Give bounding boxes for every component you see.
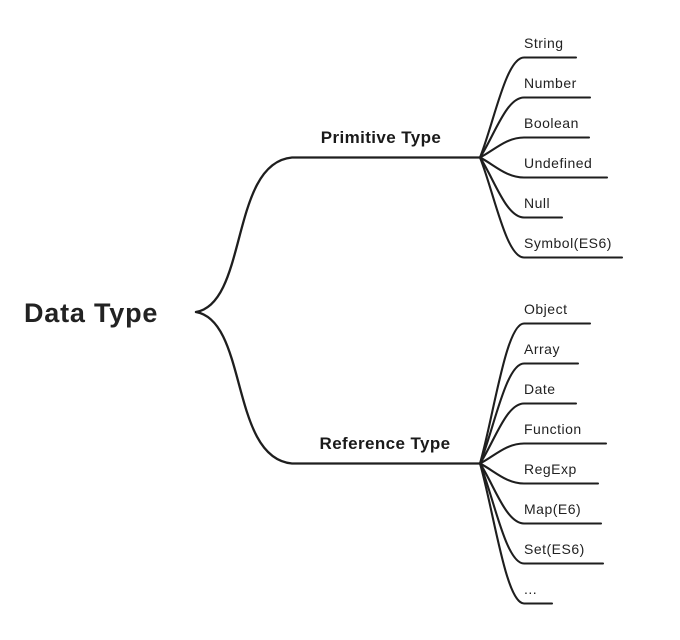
branch-label-primitive: Primitive Type [321, 128, 442, 147]
leaf-label-string: String [524, 35, 564, 51]
leaf-connector-object [478, 322, 592, 465]
leaf-connector-date [478, 402, 578, 465]
root-connector-reference [194, 310, 482, 465]
root-connector-primitive [194, 156, 482, 314]
leaf-connector-undefined [478, 156, 609, 179]
leaf-label-array: Array [524, 341, 560, 357]
leaf-label-boolean: Boolean [524, 115, 579, 131]
leaf-connector-array [478, 362, 580, 465]
root-label: Data Type [24, 298, 158, 328]
leaf-connector-boolean [478, 136, 591, 159]
leaf-connector-null [478, 156, 564, 219]
leaf-label-ellipsis: ... [524, 581, 537, 597]
leaf-label-symbol: Symbol(ES6) [524, 235, 612, 251]
leaf-label-number: Number [524, 75, 577, 91]
branch-label-reference: Reference Type [320, 434, 451, 453]
leaf-label-undefined: Undefined [524, 155, 592, 171]
leaf-connector-symbol [478, 156, 624, 259]
leaf-connector-map [478, 462, 603, 525]
leaf-label-null: Null [524, 195, 550, 211]
leaf-label-object: Object [524, 301, 567, 317]
leaf-connector-string [478, 56, 578, 159]
leaf-connector-ellipsis [478, 462, 554, 605]
leaf-label-date: Date [524, 381, 556, 397]
leaf-connector-number [478, 96, 592, 159]
leaf-label-set: Set(ES6) [524, 541, 585, 557]
leaf-label-regexp: RegExp [524, 461, 577, 477]
leaf-label-map: Map(E6) [524, 501, 581, 517]
leaf-connector-regexp [478, 462, 600, 485]
leaf-connector-set [478, 462, 605, 565]
leaf-connector-function [478, 442, 608, 465]
leaf-label-function: Function [524, 421, 582, 437]
